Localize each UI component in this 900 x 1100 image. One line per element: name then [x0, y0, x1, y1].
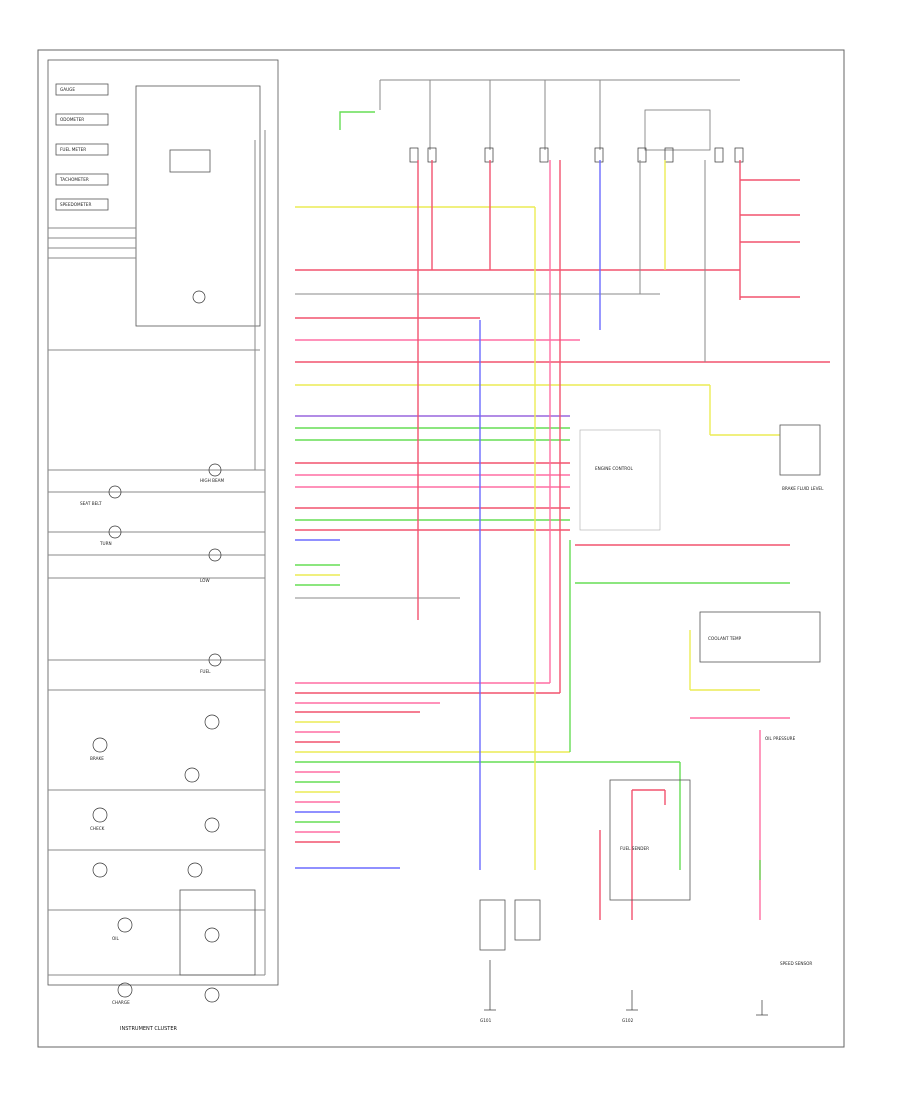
cluster-lamp-label: CHARGE — [112, 1000, 130, 1005]
lamp-symbol — [192, 290, 206, 304]
sensor-box — [514, 899, 541, 941]
power-bus — [379, 79, 740, 151]
node-label: FUEL SENDER — [620, 846, 649, 851]
ground-label: G101 — [480, 1018, 492, 1023]
meter-module — [135, 85, 261, 327]
ground-label: G102 — [622, 1018, 634, 1023]
cluster-lamp-label: HIGH BEAM — [200, 478, 224, 483]
harness — [295, 160, 830, 920]
cluster-title: INSTRUMENT CLUSTER — [120, 1026, 178, 1032]
gauge-box — [55, 173, 109, 186]
node-label: ENGINE CONTROL — [595, 466, 633, 471]
cluster-rails — [48, 130, 266, 976]
cluster-connector-box — [479, 899, 506, 951]
gauge-box — [55, 143, 109, 156]
cluster-lamp-label: LOW — [200, 578, 210, 583]
indicator-lamps — [92, 463, 222, 1003]
cluster-lamp-label: CHECK — [90, 826, 105, 831]
engine-control-box — [579, 429, 661, 531]
node-label: BRAKE FLUID LEVEL — [782, 486, 824, 491]
relay-box — [779, 424, 821, 476]
gauge-label: GAUGE — [60, 87, 75, 92]
wire-green — [339, 111, 375, 130]
components — [479, 424, 821, 951]
cluster-lamp-label: OIL — [112, 936, 120, 941]
gauge-label: ODOMETER — [60, 117, 84, 122]
gauge-box — [55, 113, 109, 126]
node-label: SPEED SENSOR — [780, 961, 812, 966]
node-label: OIL PRESSURE — [765, 736, 796, 741]
gauge-box — [55, 83, 109, 96]
node-label: COOLANT TEMP — [708, 636, 742, 641]
grounds — [484, 960, 768, 1016]
instrument-cluster: GAUGE ODOMETER FUEL METER TACHOMETER SPE… — [47, 59, 279, 1032]
gauge-box — [55, 198, 109, 211]
gauge-label: TACHOMETER — [59, 177, 89, 182]
gauge-label: FUEL METER — [60, 147, 86, 152]
gauge-labels: GAUGE ODOMETER FUEL METER TACHOMETER SPE… — [55, 83, 109, 211]
module-box — [699, 611, 821, 663]
cluster-lamp-label: FUEL — [200, 669, 211, 674]
diagram-frame — [37, 49, 845, 1048]
cluster-outline — [47, 59, 279, 986]
gauge-label: SPEEDOMETER — [60, 202, 91, 207]
top-connectors — [409, 147, 744, 163]
cluster-lamp-label: BRAKE — [90, 756, 104, 761]
cluster-lower-box — [179, 889, 256, 976]
cluster-lamp-label: SEAT BELT — [80, 501, 102, 506]
meter-sub-box — [169, 149, 211, 173]
cluster-lamp-label: TURN — [99, 541, 112, 546]
fuel-sender-box — [609, 779, 691, 901]
